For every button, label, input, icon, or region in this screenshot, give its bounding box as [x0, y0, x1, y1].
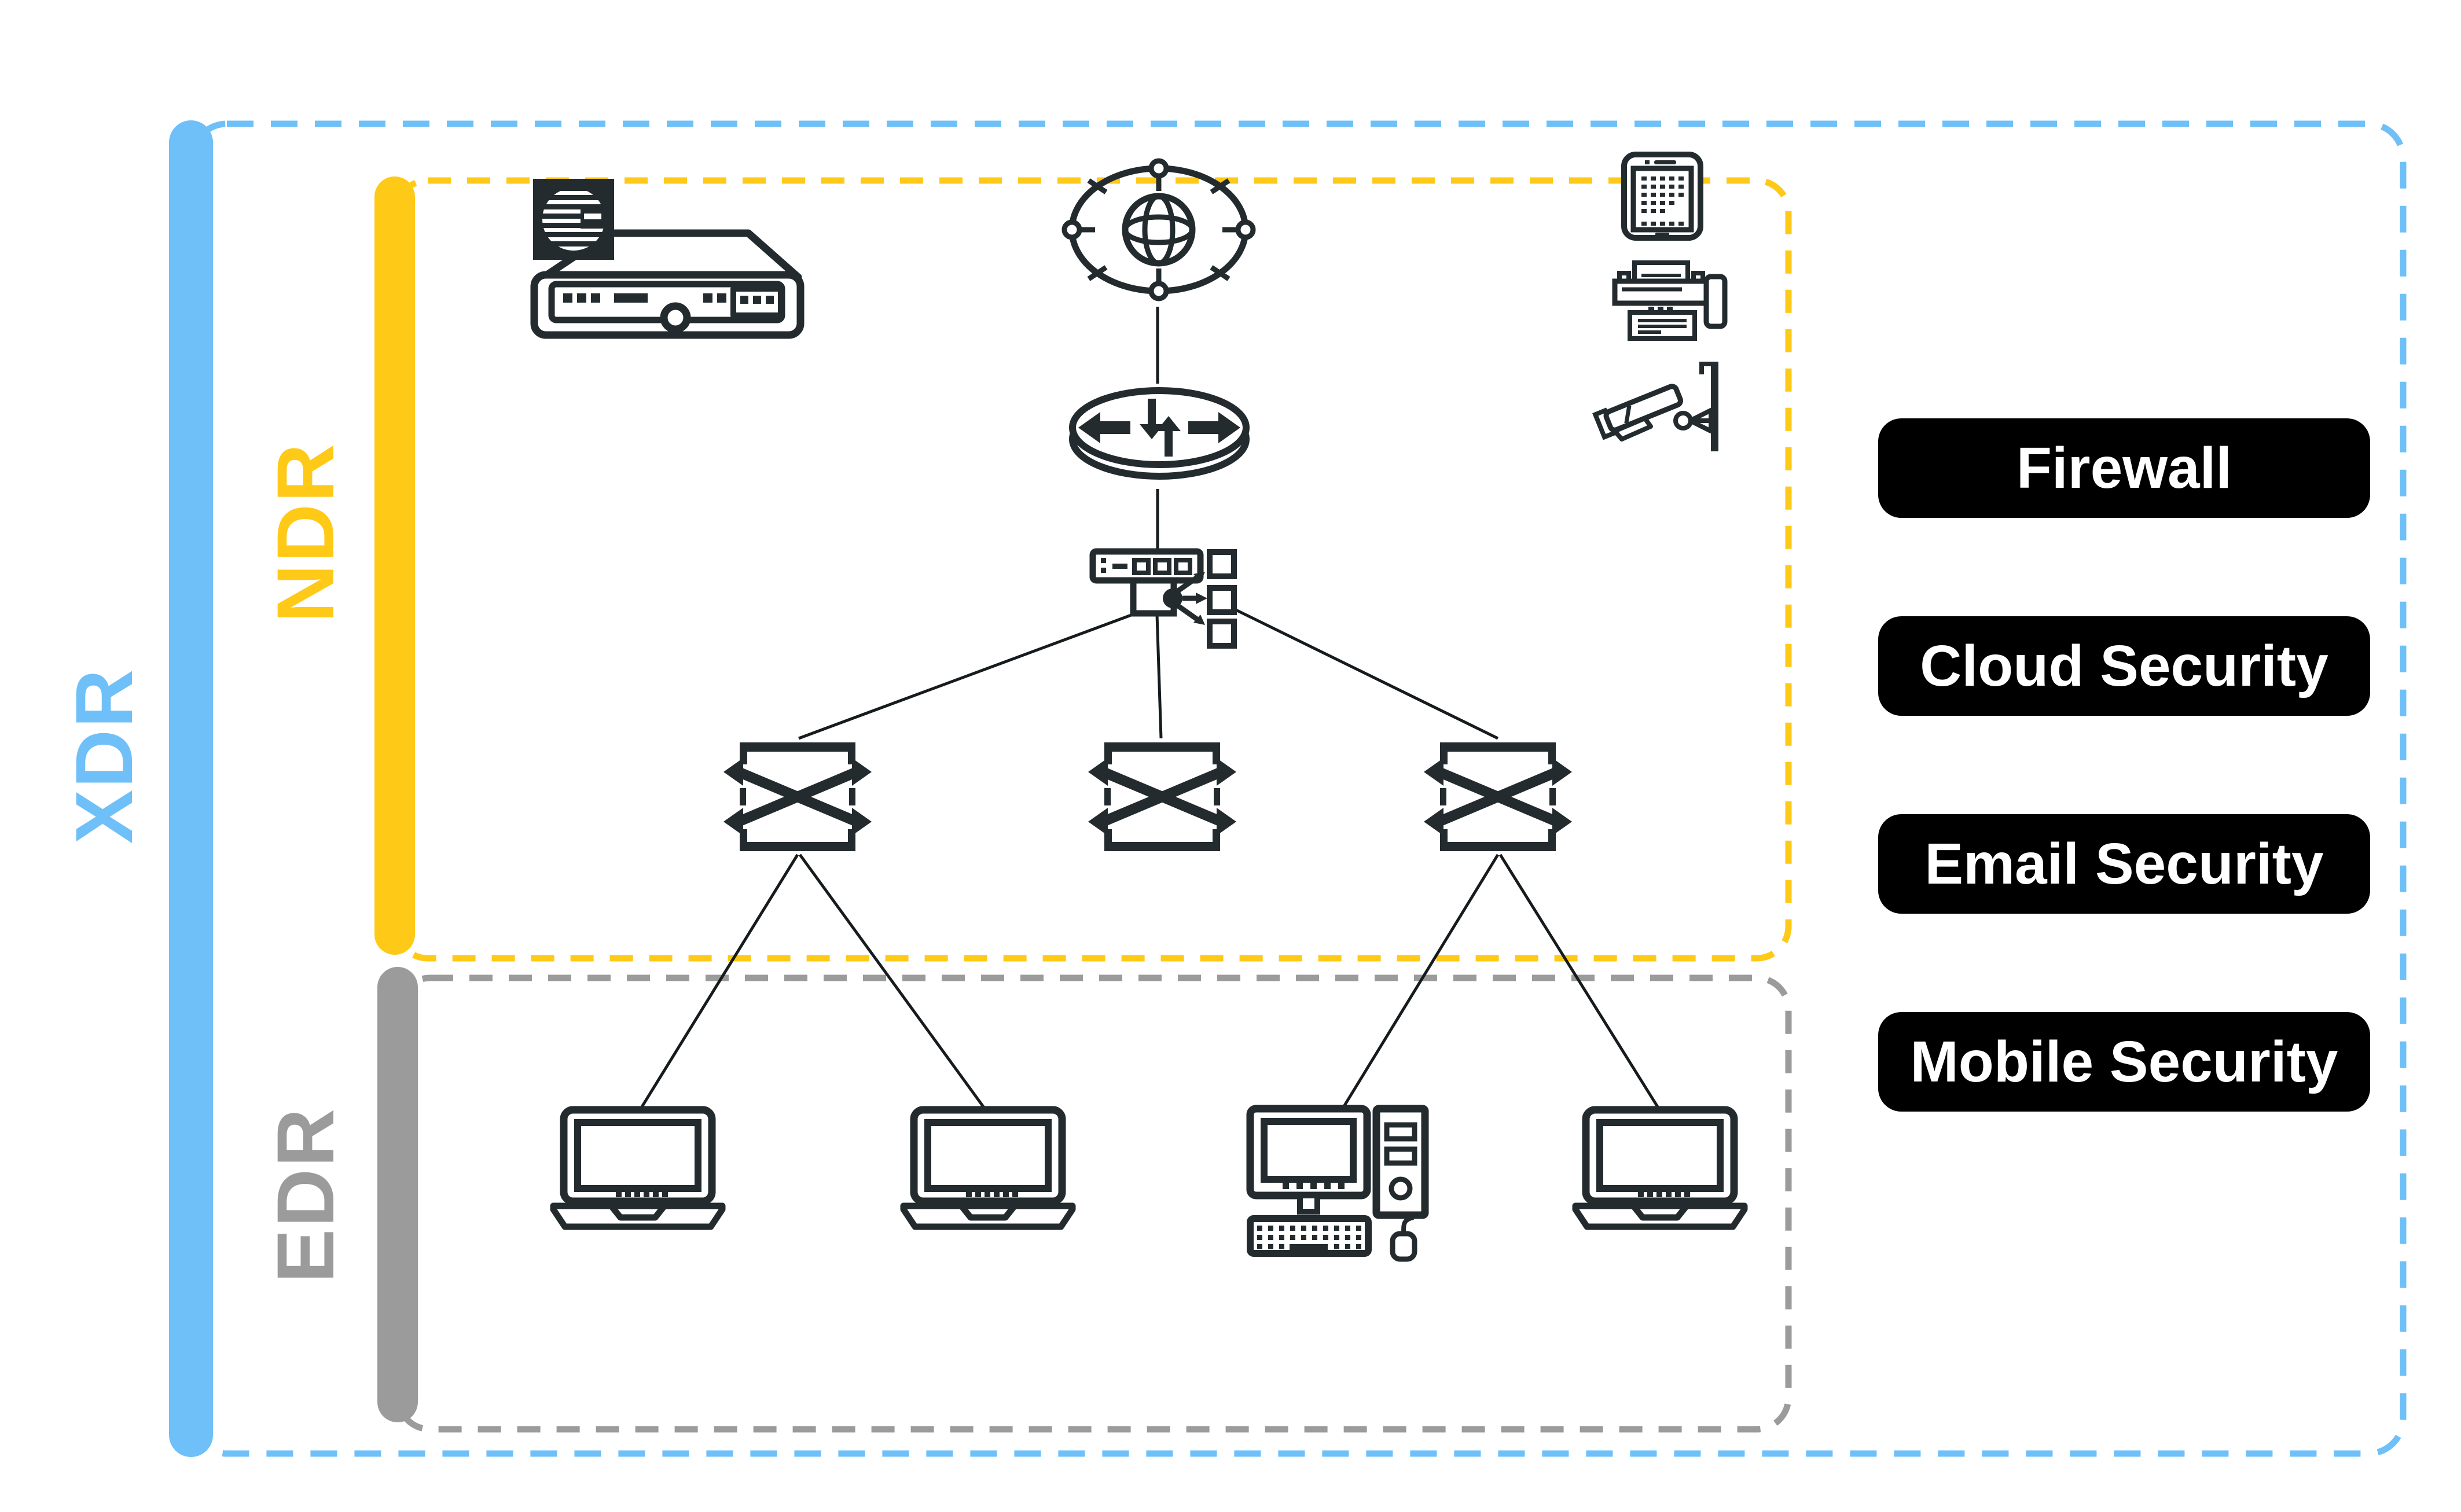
laptop-icon: [550, 1106, 726, 1230]
network-switch-icon: [1424, 742, 1572, 851]
ndr-zone-bar: [374, 176, 415, 955]
cctv-camera-icon: [1592, 362, 1718, 451]
xdr-zone-bar: [169, 120, 213, 1457]
email-security-legend-button: Email Security: [1878, 814, 2370, 914]
xdr-zone-label: XDR: [58, 667, 149, 844]
internet-globe-icon: [1061, 158, 1256, 301]
network-switch-icon: [723, 742, 872, 851]
laptop-icon: [1572, 1106, 1748, 1230]
network-tap-icon: [1089, 548, 1237, 649]
cloud-security-legend-button: Cloud Security: [1878, 616, 2370, 716]
mobile-security-legend-button: Mobile Security: [1878, 1012, 2370, 1112]
printer-icon: [1612, 260, 1728, 341]
switch-row: [723, 742, 1572, 851]
endpoint-row: [550, 1105, 1748, 1262]
edr-zone-label: EDR: [260, 1106, 351, 1283]
firewall-legend-button: Firewall: [1878, 418, 2370, 518]
router-icon: [1069, 387, 1250, 480]
smartphone-icon: [1621, 152, 1703, 241]
desktop-computer-icon: [1246, 1105, 1429, 1262]
laptop-icon: [900, 1106, 1076, 1230]
security-appliance-icon: [530, 179, 805, 339]
connector-lines: [639, 307, 1661, 1110]
edr-zone-bar: [377, 967, 418, 1422]
network-switch-icon: [1088, 742, 1236, 851]
ndr-zone-label: NDR: [260, 442, 351, 623]
